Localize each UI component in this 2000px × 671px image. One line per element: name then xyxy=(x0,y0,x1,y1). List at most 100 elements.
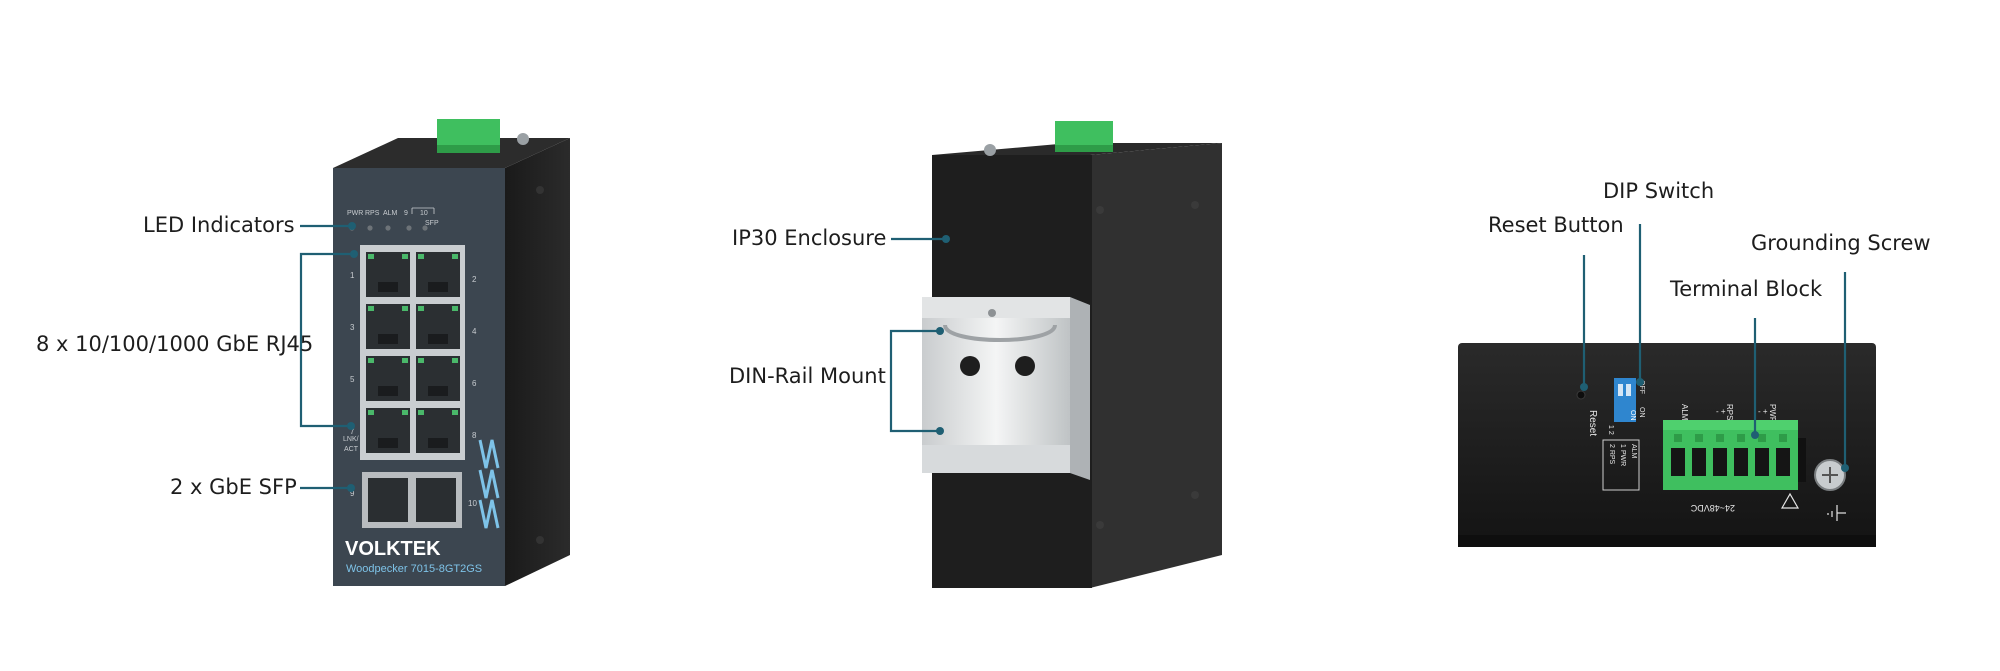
callout-led-indicators: LED Indicators xyxy=(143,213,295,237)
warning-icon xyxy=(1780,492,1800,509)
callout-lines xyxy=(299,224,1847,490)
port-led xyxy=(418,358,424,363)
grounding-screw-icon xyxy=(517,133,529,145)
din-rail-clip xyxy=(922,297,1070,445)
terminal-slot xyxy=(1713,448,1727,476)
terminal-label: RPS xyxy=(1725,404,1734,420)
side-panel xyxy=(505,138,570,586)
port-led xyxy=(402,358,408,363)
port-number: 1 xyxy=(350,271,355,280)
led-label: ALM xyxy=(383,210,398,217)
port-number: 2 xyxy=(472,275,477,284)
port-number: 6 xyxy=(472,379,477,388)
led-light xyxy=(422,225,428,231)
port-number: 5 xyxy=(350,375,355,384)
voltage-label: 24~48VDC xyxy=(1690,503,1735,513)
terminal-slot xyxy=(1734,448,1748,476)
terminal-polarity: - + xyxy=(1758,407,1768,416)
terminal-label: PWR xyxy=(1768,404,1777,423)
dip-on-label: ON xyxy=(1629,410,1636,421)
terminal-block-top xyxy=(437,119,500,147)
terminal-block-top xyxy=(1055,121,1113,147)
port-number: 4 xyxy=(472,327,477,336)
callout-dots xyxy=(347,222,1849,492)
port-led xyxy=(452,410,458,415)
port-led xyxy=(452,306,458,311)
dip-legend: ALM 1 PWR 2 RPS xyxy=(1608,444,1637,466)
callout-ip30-enclosure: IP30 Enclosure xyxy=(732,226,887,250)
callout-din-rail-mount: DIN-Rail Mount xyxy=(729,364,886,388)
wave-logo-icon xyxy=(478,439,500,469)
terminal-block xyxy=(1663,428,1798,490)
port-led xyxy=(402,410,408,415)
link-act-label: LNK/ xyxy=(343,436,359,443)
dip-legend-row: 2 RPS xyxy=(1608,444,1615,465)
port-number: 8 xyxy=(472,431,477,440)
port-led xyxy=(368,306,374,311)
callout-rj45-ports: 8 x 10/100/1000 GbE RJ45 xyxy=(36,332,314,356)
sfp-number: 9 xyxy=(350,489,355,498)
screw-icon xyxy=(1096,521,1104,529)
screw-icon xyxy=(1191,201,1199,209)
callout-terminal-block: Terminal Block xyxy=(1670,277,1823,301)
port-number: 3 xyxy=(350,323,355,332)
dip-on-side-label: ON xyxy=(1638,407,1645,418)
dip-off-label: OFF xyxy=(1638,380,1645,394)
dip-legend-row: ALM xyxy=(1630,444,1637,459)
ground-icon xyxy=(1827,505,1846,521)
led-light xyxy=(367,225,373,231)
port-led xyxy=(402,254,408,259)
rj45-ports xyxy=(366,252,460,453)
terminal-slot xyxy=(1671,448,1685,476)
dip-numbers: 1 2 xyxy=(1607,425,1614,435)
callout-grounding-screw: Grounding Screw xyxy=(1751,231,1931,255)
terminal-slot xyxy=(1692,448,1706,476)
port-led xyxy=(368,410,374,415)
din-rail-spring xyxy=(943,324,1057,342)
sfp-number: 10 xyxy=(468,499,477,508)
port-led xyxy=(418,410,424,415)
port-led xyxy=(452,358,458,363)
switch-top-view: Reset OFF ON ON 1 2 ALM 1 PWR 2 RPS ALM RPS… xyxy=(1458,343,1876,547)
screw-icon xyxy=(960,356,980,376)
port-led xyxy=(452,254,458,259)
link-act-label: ACT xyxy=(344,446,359,453)
terminal-polarity: - + xyxy=(1716,407,1726,416)
led-light xyxy=(385,225,391,231)
led-light xyxy=(406,225,412,231)
sfp-port xyxy=(416,478,456,522)
terminal-slot xyxy=(1776,448,1790,476)
callout-reset-button: Reset Button xyxy=(1488,213,1624,237)
led-label: PWR xyxy=(347,210,363,217)
dip-legend-row: 1 PWR xyxy=(1619,444,1626,466)
brand-name: VOLKTEK xyxy=(345,538,441,560)
sfp-port xyxy=(368,478,408,522)
port-led xyxy=(368,254,374,259)
led-label: RPS xyxy=(365,210,380,217)
screw-icon xyxy=(1191,491,1199,499)
terminal-slots xyxy=(1671,434,1790,476)
din-rail-lower-lip xyxy=(922,445,1070,473)
sfp-led-label: SFP xyxy=(425,220,439,227)
reset-label: Reset xyxy=(1587,410,1598,436)
port-led xyxy=(402,306,408,311)
front-edge xyxy=(1090,143,1222,588)
switch-side-view xyxy=(922,121,1222,588)
screw-icon xyxy=(536,186,544,194)
led-label: 10 xyxy=(420,210,428,217)
port-number-group: 1 3 5 7 2 4 6 8 xyxy=(350,271,477,440)
port-led xyxy=(418,254,424,259)
port-led xyxy=(368,358,374,363)
terminal-slot xyxy=(1755,448,1769,476)
reset-button[interactable] xyxy=(1576,390,1586,400)
callout-sfp-ports: 2 x GbE SFP xyxy=(170,475,297,499)
model-name: Woodpecker 7015-8GT2GS xyxy=(346,563,482,575)
port-led xyxy=(418,306,424,311)
dip-legend-box xyxy=(1602,439,1640,491)
callout-dip-switch: DIP Switch xyxy=(1603,179,1715,203)
port-number: 7 xyxy=(350,427,355,436)
